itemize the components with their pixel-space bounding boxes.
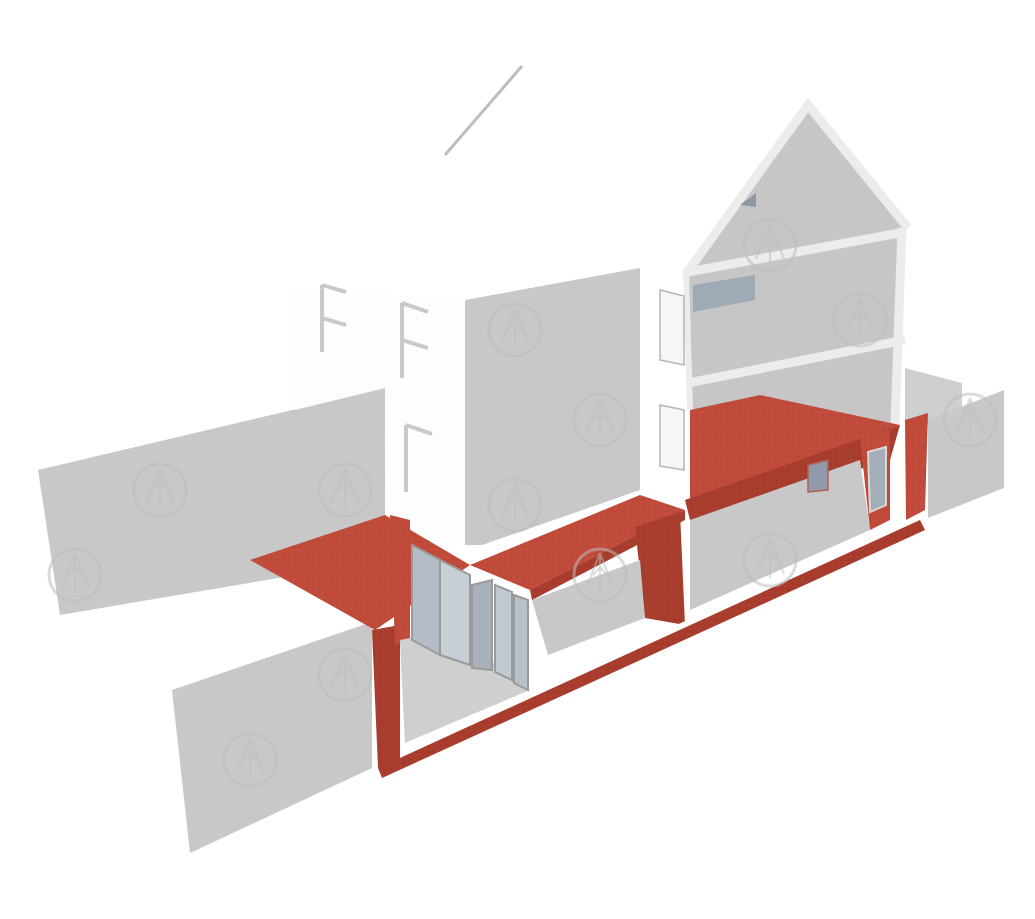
extension-rear-floor: [690, 395, 900, 500]
glass-door-panel-4: [494, 583, 513, 682]
interior-room-middle: [532, 560, 645, 655]
section-window-upper: [693, 275, 755, 312]
house-windows: [320, 283, 433, 492]
extension-right-pillar: [905, 413, 928, 520]
house-main-roof-face: [295, 70, 640, 300]
glass-door-panel-1: [411, 543, 441, 657]
extension-base-edge: [378, 520, 925, 778]
right-boundary-wall: [928, 390, 1004, 518]
glass-door-panel-2: [439, 558, 471, 667]
section-floor-middle: [687, 335, 906, 388]
window-middle-lower: [404, 423, 433, 492]
extension-divider-wall: [635, 512, 685, 625]
section-window-attic: [740, 193, 756, 207]
section-gable-outline: [681, 97, 912, 278]
rear-window-small: [807, 459, 829, 493]
section-wall-left: [683, 271, 693, 411]
side-window-upper: [659, 289, 685, 366]
extension-rear-roof: [685, 425, 900, 520]
extension-front-wall-left: [372, 625, 400, 768]
extension-roof-center: [470, 495, 685, 590]
rear-door-frame: [866, 445, 887, 514]
neighbour-gable-panel: [465, 268, 640, 545]
roof-ridge-edge: [443, 65, 524, 156]
section-wall-right: [890, 227, 907, 426]
side-window-lower: [659, 404, 685, 471]
extension-side-wall: [390, 515, 410, 645]
window-middle-upper: [400, 301, 429, 378]
front-boundary-wall: [172, 622, 372, 853]
side-window-frames: [659, 289, 685, 471]
window-left-upper: [320, 283, 347, 352]
interior-room-front: [400, 630, 530, 745]
glass-door-panel-5: [513, 593, 529, 692]
glass-door-panel-3: [471, 578, 493, 672]
house-main-left-face: [295, 288, 465, 545]
bifold-glass-doors: [411, 543, 529, 692]
